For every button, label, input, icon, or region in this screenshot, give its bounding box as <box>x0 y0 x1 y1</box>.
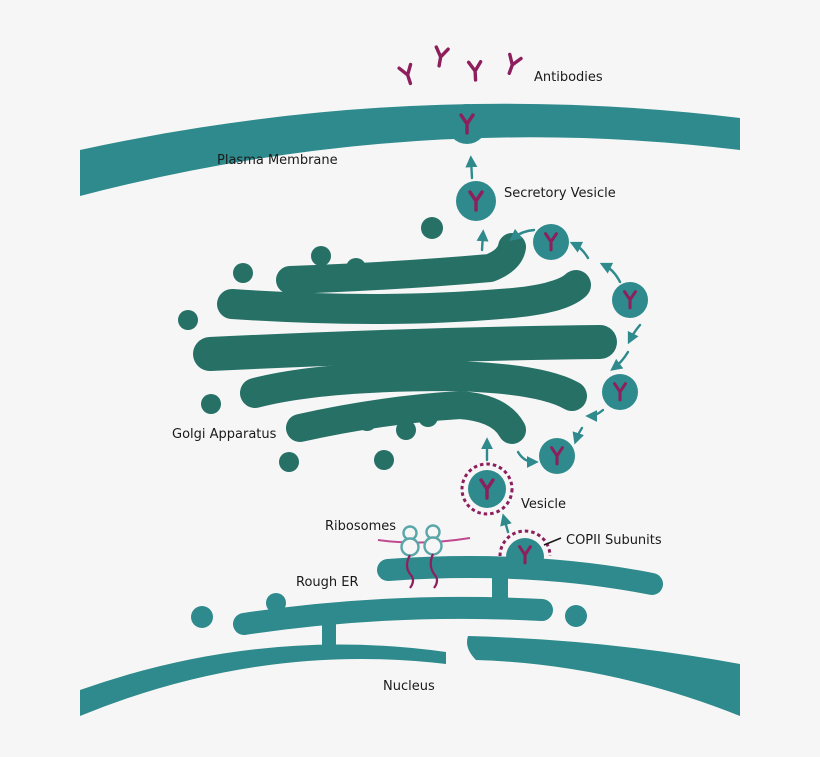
arrow-to-membrane <box>465 155 478 180</box>
golgi-apparatus <box>193 233 617 444</box>
golgi-cisterna-5 <box>286 391 526 444</box>
arrow-cycle-8 <box>516 450 539 468</box>
cycle-vesicle <box>602 374 638 410</box>
arrow-cycle-5 <box>610 350 630 371</box>
ribosome <box>423 524 443 589</box>
ribosome <box>400 525 420 589</box>
cycle-vesicle <box>612 282 648 318</box>
er-connections <box>322 568 508 648</box>
er-dots <box>191 593 587 628</box>
golgi-dots <box>178 217 474 472</box>
mrna-strand <box>377 537 471 544</box>
golgi-cisterna-4 <box>240 361 587 411</box>
transport-arrows <box>465 155 642 534</box>
label-plasma-membrane: Plasma Membrane <box>217 153 338 168</box>
cycle-vesicles <box>533 224 648 474</box>
copii-leader-line <box>543 537 562 546</box>
label-copii-subunits: COPII Subunits <box>566 533 662 548</box>
copii-vesicle <box>460 462 514 516</box>
arrow-cycle-3 <box>599 262 622 284</box>
arrow-cycle-7 <box>572 426 584 445</box>
golgi-cisterna-3 <box>193 325 617 371</box>
plasma-membrane <box>80 103 740 196</box>
ribosomes <box>377 524 471 589</box>
nucleus-envelope-left <box>80 644 446 716</box>
secretory-vesicle <box>456 181 496 221</box>
label-rough-er: Rough ER <box>296 575 359 590</box>
nucleus-envelope-right <box>467 636 740 716</box>
arrow-from-er <box>500 513 512 534</box>
label-antibodies: Antibodies <box>534 70 603 85</box>
label-vesicle: Vesicle <box>521 497 566 512</box>
cycle-vesicle <box>539 438 575 474</box>
golgi-cisterna-2 <box>217 270 591 324</box>
arrow-cycle-2 <box>569 241 590 260</box>
arrow-to-secretory <box>476 229 489 252</box>
cycle-vesicle <box>533 224 569 260</box>
label-ribosomes: Ribosomes <box>325 519 396 534</box>
label-golgi-apparatus: Golgi Apparatus <box>172 427 277 442</box>
er-cisterna-lower <box>233 596 553 635</box>
label-secretory-vesicle: Secretory Vesicle <box>504 186 616 201</box>
arrow-cycle-1 <box>509 228 536 241</box>
arrow-cycle-4 <box>627 323 642 345</box>
label-nucleus: Nucleus <box>383 679 435 694</box>
budding-vesicle <box>498 529 552 576</box>
membrane-fused-vesicle <box>447 104 487 144</box>
arrow-cycle-6 <box>585 408 605 422</box>
